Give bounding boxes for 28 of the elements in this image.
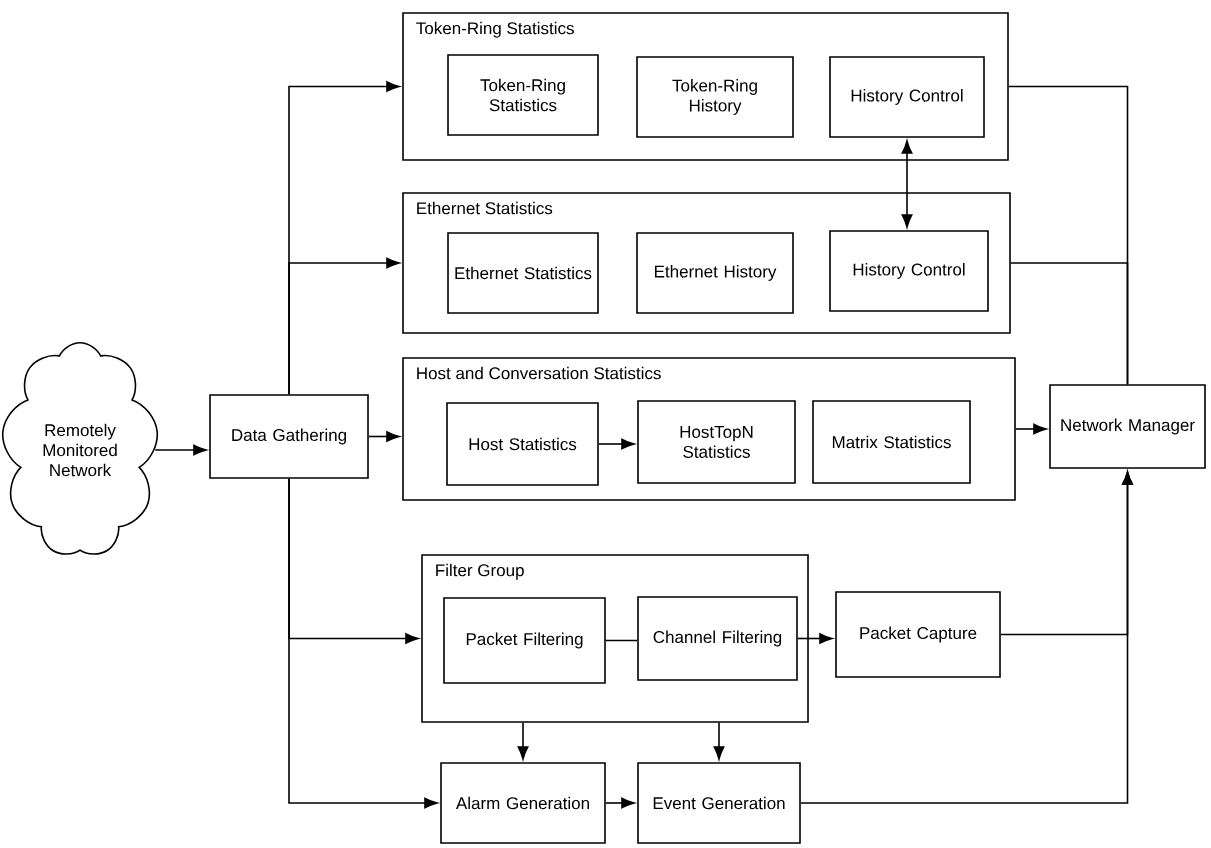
arrow <box>288 257 400 395</box>
process-box: Alarm Generation <box>440 762 606 844</box>
arrow <box>797 633 833 644</box>
arrow <box>598 438 635 450</box>
process-box: Network Manager <box>1049 384 1206 469</box>
arrow <box>517 722 529 760</box>
process-box: Token-Ring Statistics <box>447 54 599 136</box>
process-box: Ethernet Statistics <box>447 232 599 314</box>
process-box: Packet Filtering <box>443 597 606 684</box>
arrow <box>800 471 1133 804</box>
arrow <box>288 478 438 809</box>
process-box: Data Gathering <box>209 394 369 479</box>
process-box: Ethernet History <box>636 232 794 314</box>
arrow <box>1015 423 1047 435</box>
process-box: Packet Capture <box>835 591 1001 678</box>
process-box: History Control <box>829 230 989 312</box>
arrow <box>154 444 207 456</box>
process-box: Matrix Statistics <box>812 400 971 484</box>
arrow <box>605 797 635 809</box>
process-box: Event Generation <box>637 762 801 844</box>
arrow <box>713 722 725 760</box>
process-box: Token-Ring History <box>636 56 794 138</box>
process-box: Channel Filtering <box>637 596 798 681</box>
arrow <box>901 140 913 228</box>
process-box: HostTopN Statistics <box>637 400 796 484</box>
process-box: Host Statistics <box>446 402 599 486</box>
arrow <box>368 431 400 442</box>
process-box: History Control <box>829 56 985 138</box>
